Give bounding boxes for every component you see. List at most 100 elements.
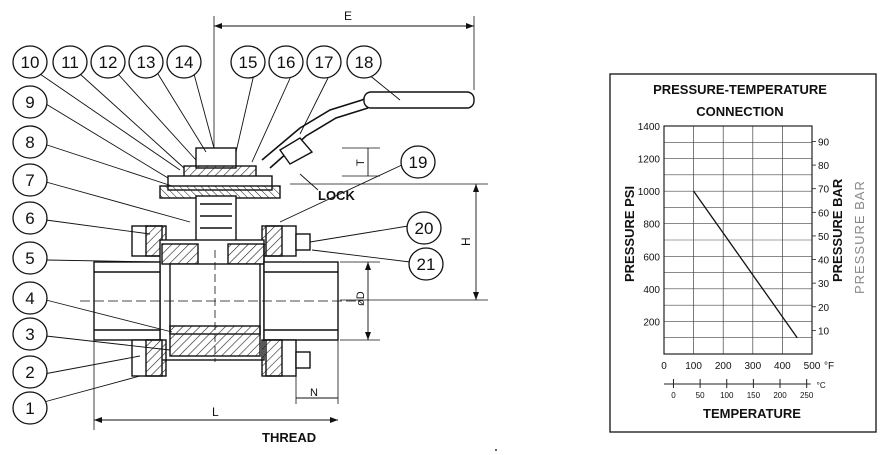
callout-13: 13 (128, 45, 164, 79)
callout-11: 11 (52, 45, 88, 79)
fahrenheit-tick-label: 0 (661, 361, 667, 372)
psi-tick-label: 1000 (638, 187, 661, 198)
callout-circle (230, 45, 266, 79)
chart-plot-area: 2004006008001000120014001020304050607080… (638, 122, 834, 400)
psi-tick-label: 1400 (638, 122, 661, 133)
callout-number: 14 (175, 53, 194, 72)
callout-4: 4 (12, 281, 48, 315)
psi-tick-label: 600 (643, 252, 660, 263)
bar-tick-label: 10 (818, 326, 830, 337)
callout-number: 20 (415, 219, 434, 238)
fahrenheit-tick-label: 300 (744, 361, 761, 372)
callout-number: 21 (417, 255, 436, 274)
callout-number: 3 (25, 325, 34, 344)
fahrenheit-tick-label: 400 (774, 361, 791, 372)
pressure-temperature-chart: PRESSURE-TEMPERATURE CONNECTION 20040060… (609, 73, 877, 433)
psi-tick-label: 1200 (638, 155, 661, 166)
callout-10: 10 (12, 45, 48, 79)
callout-circle (12, 317, 48, 351)
fahrenheit-unit: °F (824, 361, 834, 372)
callout-circle (12, 391, 48, 425)
pressure-rating-line (693, 190, 798, 339)
valve-section-drawing (80, 16, 488, 430)
callout-circle (12, 125, 48, 159)
callout-circle (346, 45, 382, 79)
callout-number: 1 (25, 399, 34, 418)
dim-n-label: N (310, 387, 318, 399)
callout-number: 6 (25, 209, 34, 228)
callout-circle (128, 45, 164, 79)
chart-frame (609, 73, 877, 433)
callout-circle (166, 45, 202, 79)
bar-tick-label: 40 (818, 256, 830, 267)
dim-h-label: H (459, 237, 473, 246)
psi-tick-label: 200 (643, 317, 660, 328)
callout-number: 18 (355, 53, 374, 72)
callout-circle (90, 45, 126, 79)
celsius-tick-label: 50 (696, 391, 705, 400)
stray-mark (495, 449, 497, 451)
celsius-tick-label: 150 (747, 391, 761, 400)
dim-e-label: E (344, 9, 352, 23)
lock-label: LOCK (318, 188, 355, 203)
celsius-tick-label: 200 (773, 391, 787, 400)
bar-tick-label: 60 (818, 208, 830, 219)
bar-tick-label: 50 (818, 232, 830, 243)
callout-16: 16 (268, 45, 304, 79)
callout-circle (12, 201, 48, 235)
callout-circle (268, 45, 304, 79)
callout-14: 14 (166, 45, 202, 79)
callout-number: 5 (25, 249, 34, 268)
callout-circle (12, 281, 48, 315)
psi-tick-label: 400 (643, 285, 660, 296)
celsius-tick-label: 100 (720, 391, 734, 400)
callout-17: 17 (306, 45, 342, 79)
callout-18: 18 (346, 45, 382, 79)
fahrenheit-tick-label: 100 (685, 361, 702, 372)
left-axis-label: PRESSURE PSI (622, 186, 637, 282)
celsius-unit: °C (817, 381, 826, 390)
callout-8: 8 (12, 125, 48, 159)
callout-number: 16 (277, 53, 296, 72)
callout-number: 15 (239, 53, 258, 72)
celsius-tick-label: 250 (800, 391, 814, 400)
bar-tick-label: 70 (818, 185, 830, 196)
callout-19: 19 (400, 145, 436, 179)
chart-title-line2: CONNECTION (696, 104, 783, 119)
dim-t-label: T (355, 159, 367, 166)
callout-12: 12 (90, 45, 126, 79)
callout-circle (12, 241, 48, 275)
callout-number: 7 (25, 171, 34, 190)
fahrenheit-tick-label: 500 (804, 361, 821, 372)
callout-circle (12, 45, 48, 79)
temperature-label: TEMPERATURE (703, 406, 801, 421)
callout-number: 12 (99, 53, 118, 72)
callout-1: 1 (12, 391, 48, 425)
plot-border (663, 125, 813, 355)
callout-number: 10 (21, 53, 40, 72)
chart-title-line1: PRESSURE-TEMPERATURE (653, 82, 827, 97)
callout-number: 17 (315, 53, 334, 72)
callout-7: 7 (12, 163, 48, 197)
thread-label: THREAD (262, 430, 316, 445)
right-axis-label-ghost: PRESSURE BAR (852, 180, 867, 294)
callout-21: 21 (408, 247, 444, 281)
callout-15: 15 (230, 45, 266, 79)
dim-d-label: øD (355, 291, 367, 306)
callout-circle (400, 145, 436, 179)
dim-l-label: L (212, 405, 219, 419)
right-axis-label: PRESSURE BAR (830, 178, 845, 282)
callout-number: 11 (61, 53, 79, 72)
callout-5: 5 (12, 241, 48, 275)
bar-tick-label: 30 (818, 279, 830, 290)
callout-number: 4 (25, 289, 34, 308)
callout-circle (52, 45, 88, 79)
callout-6: 6 (12, 201, 48, 235)
callout-number: 2 (25, 363, 34, 382)
callout-circle (406, 211, 442, 245)
callout-number: 9 (25, 93, 34, 112)
celsius-tick-label: 0 (671, 391, 676, 400)
callout-20: 20 (406, 211, 442, 245)
